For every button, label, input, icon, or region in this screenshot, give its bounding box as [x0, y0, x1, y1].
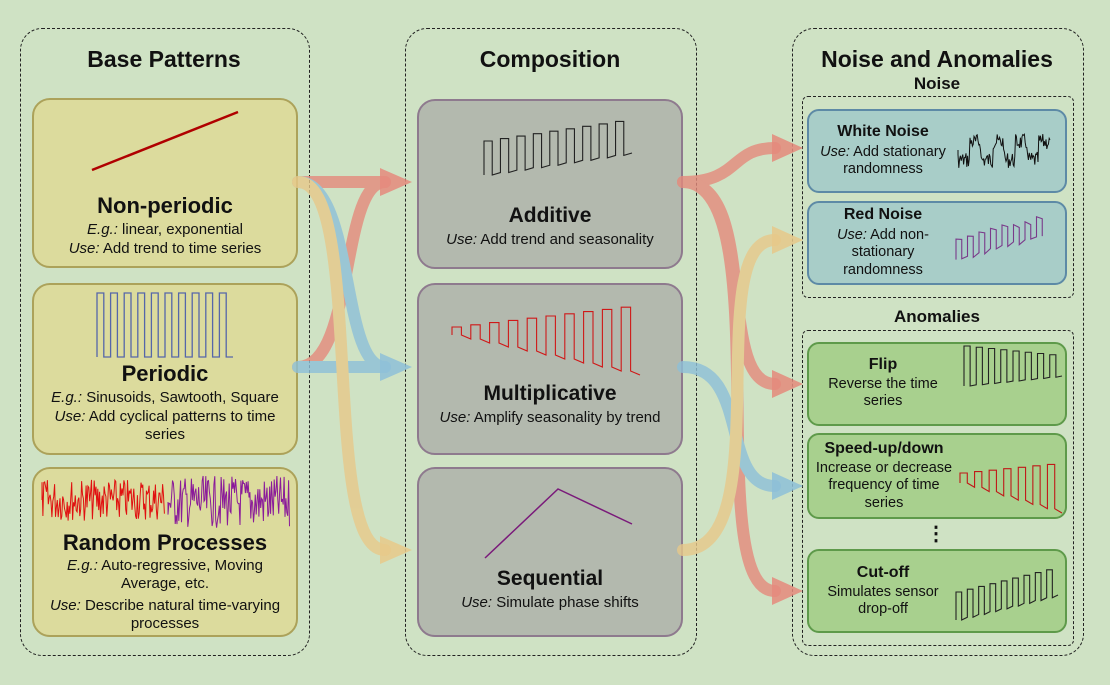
flip-desc: Reverse the time series — [828, 376, 938, 410]
additive-box — [417, 99, 683, 269]
nonperiodic-use: Use: Add trend to time series — [68, 240, 262, 257]
red-noise-title: Red Noise — [843, 206, 923, 223]
arrowhead-sequential — [380, 536, 412, 564]
random-processes-box — [32, 467, 298, 637]
nonperiodic-title: Non-periodic — [97, 193, 233, 218]
random-process-red-plot — [41, 478, 165, 521]
sequential-plot — [484, 488, 633, 559]
red-noise-use: Use: Add non-stationary randomness — [837, 227, 929, 278]
red-noise-plot — [955, 215, 1043, 260]
nonperiodic-plot — [91, 110, 239, 172]
periodic-plot — [96, 292, 233, 358]
periodic-use: Use: Add cyclical patterns to time serie… — [54, 408, 276, 443]
base-patterns-title: Base Patterns — [87, 46, 241, 72]
white-noise-plot — [957, 133, 1051, 169]
composition-panel — [405, 28, 697, 656]
periodic-eg: E.g.: Sinusoids, Sawtooth, Square — [51, 389, 279, 406]
arrow-nonperiodic-to-sequential — [292, 176, 391, 556]
multiplicative-plot — [451, 306, 641, 376]
flip-title: Flip — [868, 356, 898, 373]
multiplicative-use: Use: Amplify seasonality by trend — [439, 409, 661, 426]
random-process-purple-plot — [167, 475, 290, 528]
white-noise-box — [807, 109, 1067, 193]
arrow-heads — [380, 134, 803, 605]
composition-title: Composition — [479, 46, 621, 72]
additive-title: Additive — [508, 204, 592, 227]
sequential-box — [417, 467, 683, 637]
more-anomalies-ellipsis: ⋮ — [926, 523, 946, 545]
noise-subtitle: Noise — [913, 74, 961, 93]
base-patterns-panel — [20, 28, 310, 656]
arrow-sequential-to-red-noise — [677, 234, 781, 556]
additive-use: Use: Add trend and seasonality — [446, 231, 654, 248]
speed-plot — [959, 463, 1063, 514]
multiplicative-title: Multiplicative — [483, 382, 617, 405]
anomalies-subtitle: Anomalies — [894, 307, 980, 326]
arrowhead-red-noise — [772, 226, 803, 254]
periodic-title: Periodic — [121, 361, 209, 386]
nonperiodic-box — [32, 98, 298, 268]
random-processes-use: Use: Describe natural time-varying proce… — [49, 597, 281, 632]
arrowhead-additive — [380, 168, 412, 196]
sequential-use: Use: Simulate phase shifts — [461, 594, 639, 611]
speed-desc: Increase or decrease frequency of time s… — [815, 460, 953, 511]
sequential-title: Sequential — [496, 567, 604, 590]
arrow-additive-to-white-noise — [677, 142, 781, 188]
speed-title: Speed-up/down — [824, 440, 944, 457]
cutoff-plot — [955, 569, 1059, 621]
additive-plot — [483, 120, 633, 176]
red-noise-box — [807, 201, 1067, 285]
random-processes-eg: E.g.: Auto-regressive, Moving Average, e… — [67, 557, 263, 592]
arrowhead-multiplicative — [380, 353, 412, 381]
white-noise-title: White Noise — [837, 123, 929, 140]
arrowhead-cutoff — [772, 577, 803, 605]
cutoff-title: Cut-off — [856, 564, 910, 581]
cutoff-desc: Simulates sensor drop-off — [827, 584, 939, 618]
flip-plot — [963, 345, 1063, 387]
arrowhead-flip — [772, 370, 803, 398]
multiplicative-box — [417, 283, 683, 455]
anomalies-subpanel — [802, 330, 1074, 646]
noise-subpanel — [802, 96, 1074, 298]
nonperiodic-eg: E.g.: linear, exponential — [87, 221, 243, 238]
arrowhead-speed — [772, 472, 803, 500]
noise-anomalies-panel — [792, 28, 1084, 656]
speed-box — [807, 433, 1067, 519]
white-noise-use: Use: Add stationary randomness — [820, 144, 946, 178]
noise-anomalies-title: Noise and Anomalies — [821, 46, 1053, 72]
random-processes-title: Random Processes — [62, 530, 268, 555]
flip-box — [807, 342, 1067, 426]
arrowhead-white-noise — [772, 134, 803, 162]
